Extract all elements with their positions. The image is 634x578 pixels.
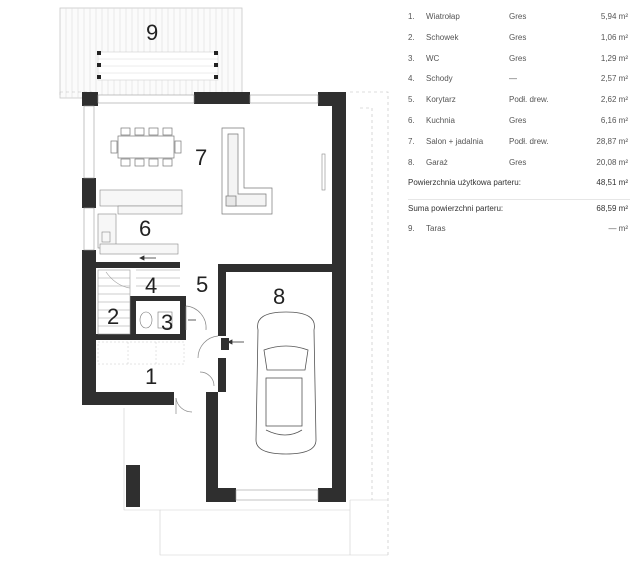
stairs bbox=[97, 269, 180, 335]
legend-finish: Gres bbox=[509, 53, 527, 63]
legend-row-6: 6. Kuchnia Gres 6,16 m² bbox=[402, 116, 630, 137]
legend-row-8: 8. Garaż Gres 20,08 m² bbox=[402, 158, 630, 179]
vents bbox=[88, 256, 229, 350]
legend-area: — m² bbox=[608, 224, 628, 234]
legend-num: 2. bbox=[408, 32, 415, 42]
usable-area-label: Powierzchnia użytkowa parteru: bbox=[408, 178, 521, 188]
interior-walls bbox=[96, 262, 332, 392]
legend-num: 8. bbox=[408, 157, 415, 167]
legend-usable-total: Powierzchnia użytkowa parteru: 48,51 m² bbox=[402, 178, 630, 199]
room-label-2: 2 bbox=[107, 304, 119, 329]
sum-area-label: Suma powierzchni parteru: bbox=[408, 203, 504, 213]
room-label-7: 7 bbox=[195, 145, 207, 170]
legend-num: 1. bbox=[408, 12, 415, 21]
entrance-floor bbox=[97, 341, 185, 365]
legend-name: Wiatrołap bbox=[426, 12, 460, 21]
legend-row-9: 9. Taras — m² bbox=[402, 224, 630, 245]
legend-finish: Gres bbox=[509, 32, 527, 42]
legend-name: Schody bbox=[426, 74, 453, 84]
legend-finish: Gres bbox=[509, 157, 527, 167]
area-legend: 1. Wiatrołap Gres 5,94 m² 2. Schowek Gre… bbox=[402, 12, 630, 245]
wc-fixtures bbox=[139, 311, 173, 329]
tv-unit bbox=[321, 153, 326, 191]
windows bbox=[83, 94, 319, 501]
legend-area: 28,87 m² bbox=[596, 136, 628, 146]
legend-row-3: 3. WC Gres 1,29 m² bbox=[402, 54, 630, 75]
legend-row-7: 7. Salon + jadalnia Podł. drew. 28,87 m² bbox=[402, 137, 630, 158]
legend-row-4: 4. Schody — 2,57 m² bbox=[402, 74, 630, 95]
usable-area-value: 48,51 m² bbox=[596, 178, 628, 188]
legend-name: Korytarz bbox=[426, 95, 456, 105]
room-label-6: 6 bbox=[139, 216, 151, 241]
legend-separator bbox=[408, 198, 630, 200]
legend-row-5: 5. Korytarz Podł. drew. 2,62 m² bbox=[402, 95, 630, 116]
legend-area: 1,29 m² bbox=[600, 53, 628, 63]
legend-row-2: 2. Schowek Gres 1,06 m² bbox=[402, 33, 630, 54]
legend-area: 5,94 m² bbox=[600, 12, 628, 21]
legend-finish: Gres bbox=[509, 12, 527, 21]
legend-area: 6,16 m² bbox=[600, 115, 628, 125]
room-label-5: 5 bbox=[196, 272, 208, 297]
driveway-outline bbox=[123, 408, 388, 556]
car-outline bbox=[255, 311, 317, 455]
legend-name: Garaż bbox=[426, 157, 448, 167]
legend-num: 4. bbox=[408, 74, 415, 84]
legend-name: Taras bbox=[426, 224, 446, 234]
legend-area: 20,08 m² bbox=[596, 157, 628, 167]
room-label-3: 3 bbox=[161, 310, 173, 335]
room-label-1: 1 bbox=[145, 364, 157, 389]
legend-name: Kuchnia bbox=[426, 115, 455, 125]
kitchen-counters bbox=[97, 189, 183, 255]
legend-num: 5. bbox=[408, 95, 415, 105]
arrows bbox=[139, 255, 244, 345]
terrace-deck bbox=[59, 7, 243, 99]
legend-finish: Podł. drew. bbox=[509, 95, 549, 105]
room-label-4: 4 bbox=[145, 273, 157, 298]
corner-sofa bbox=[221, 127, 273, 215]
legend-sum-total: Suma powierzchni parteru: 68,59 m² bbox=[402, 204, 630, 225]
legend-num: 7. bbox=[408, 136, 415, 146]
legend-area: 2,57 m² bbox=[600, 74, 628, 84]
dining-table bbox=[110, 127, 182, 167]
legend-num: 3. bbox=[408, 53, 415, 63]
legend-name: Salon + jadalnia bbox=[426, 136, 484, 146]
legend-num: 6. bbox=[408, 115, 415, 125]
room-label-8: 8 bbox=[273, 284, 285, 309]
legend-finish: — bbox=[509, 74, 517, 84]
legend-finish: Gres bbox=[509, 115, 527, 125]
legend-num: 9. bbox=[408, 224, 415, 234]
legend-area: 1,06 m² bbox=[600, 32, 628, 42]
legend-row-1: 1. Wiatrołap Gres 5,94 m² bbox=[402, 12, 630, 33]
legend-finish: Podł. drew. bbox=[509, 136, 549, 146]
legend-area: 2,62 m² bbox=[600, 95, 628, 105]
legend-name: Schowek bbox=[426, 32, 459, 42]
room-label-9: 9 bbox=[146, 20, 158, 45]
legend-name: WC bbox=[426, 53, 440, 63]
doors bbox=[175, 305, 219, 414]
sum-area-value: 68,59 m² bbox=[596, 203, 628, 213]
